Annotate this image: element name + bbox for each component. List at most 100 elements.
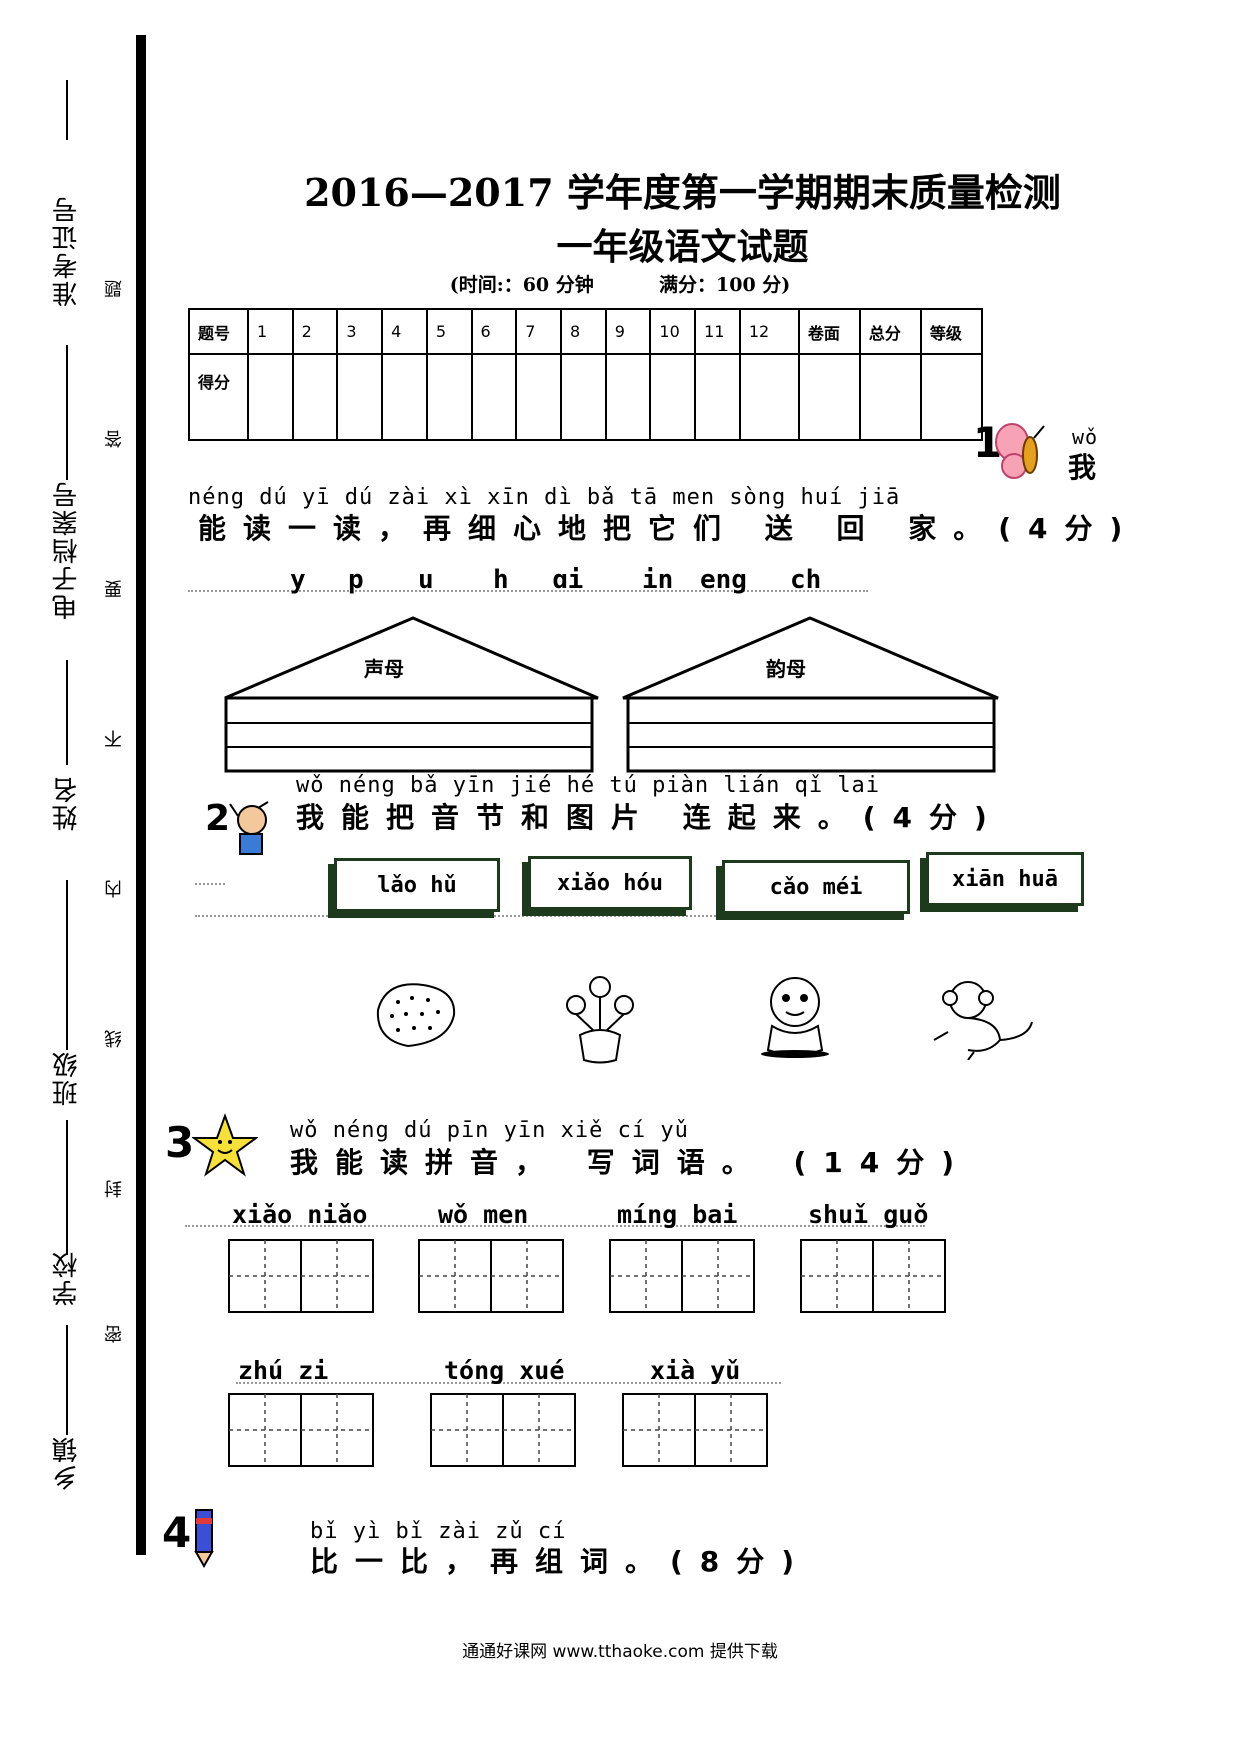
score-header-cell: 等级 (919, 308, 984, 355)
dotted-line (236, 1382, 781, 1384)
question-text: 我能把音节和图片 连起来。(4分) (296, 801, 1004, 834)
seal-char: 答 (104, 430, 125, 448)
pinyin-card[interactable]: xiǎo hóu (528, 856, 692, 910)
pinyin-prompt: xiǎo niǎo (232, 1200, 368, 1229)
score-table-header-row: 题号 1 2 3 4 5 6 7 8 9 10 11 12 卷面 总分 等级 (188, 308, 984, 355)
score-header-cell: 7 (515, 308, 562, 355)
score-header-cell: 5 (425, 308, 473, 355)
score-input-cell[interactable] (515, 353, 562, 441)
letter-option[interactable]: ɑi (552, 565, 584, 595)
score-input-cell[interactable] (604, 353, 652, 441)
field-township: 乡镇 (52, 1435, 82, 1491)
butterfly-icon (995, 423, 1045, 479)
exam-info: (时间:：60 分钟 满分：100 分) (0, 270, 1240, 297)
pinyin-card[interactable]: xiān huā (926, 852, 1084, 906)
question-pinyin: wǒ néng bǎ yīn jié hé tú piàn lián qǐ la… (296, 773, 881, 798)
score-input-cell[interactable] (470, 353, 518, 441)
field-underline (66, 1120, 68, 1255)
score-input-cell[interactable] (291, 353, 339, 441)
score-header-cell: 总分 (858, 308, 922, 355)
house-left (224, 616, 599, 773)
house-label-finals: 韵母 (766, 657, 806, 681)
pinyin-prompt: xià yǔ (650, 1356, 741, 1385)
monkey-icon (933, 981, 1033, 1060)
score-input-cell[interactable] (649, 353, 697, 441)
letter-option[interactable]: eng (700, 565, 747, 595)
score-input-cell[interactable] (858, 353, 922, 441)
score-input-cell[interactable] (694, 353, 741, 441)
pinyin-prompt: wǒ men (438, 1200, 529, 1229)
score-row-label: 得分 (188, 353, 249, 441)
score-input-cell[interactable] (425, 353, 473, 441)
seal-char: 密 (104, 1325, 125, 1343)
question-text: 比一比，再组词。(8分) (310, 1545, 812, 1578)
field-underline (66, 345, 68, 480)
dotted-line (185, 1225, 925, 1227)
letter-option[interactable]: h (493, 565, 509, 595)
question-number: 2 (205, 798, 231, 839)
score-input-cell[interactable] (919, 353, 984, 441)
binding-bar (136, 35, 146, 1555)
field-underline (66, 660, 68, 765)
seal-char: 要 (104, 580, 125, 598)
question-pinyin: bǐ yì bǐ zài zǔ cí (310, 1519, 567, 1544)
seal-char: 线 (104, 1030, 125, 1048)
score-table: 题号 1 2 3 4 5 6 7 8 9 10 11 12 卷面 总分 等级 得… (188, 308, 984, 441)
score-input-cell[interactable] (559, 353, 607, 441)
score-header-cell: 8 (559, 308, 607, 355)
letter-option[interactable]: y (290, 565, 306, 595)
exam-subtitle: 一年级语文试题 (556, 226, 809, 268)
letter-option[interactable]: p (348, 565, 364, 595)
pinyin-card[interactable]: lǎo hǔ (334, 858, 500, 912)
pinyin-prompt: zhú zi (238, 1356, 329, 1385)
score-header-cell: 6 (470, 308, 518, 355)
house-label-initials: 声母 (364, 657, 404, 681)
dotted-line (188, 590, 868, 592)
field-class: 班级 (52, 1050, 82, 1106)
pencil-icon (194, 1509, 214, 1568)
score-table-score-row: 得分 (188, 353, 984, 441)
letter-option[interactable]: u (418, 565, 434, 595)
writing-grid-row[interactable] (225, 1236, 955, 1316)
kid-mascot-icon (229, 801, 269, 855)
question-text: 能读一读，再细心地把它们 送 回 家。(4分) (198, 512, 1140, 545)
seal-char: 封 (104, 1180, 125, 1198)
score-header-cell: 4 (381, 308, 428, 355)
strawberry-icon (376, 983, 456, 1048)
score-header-cell: 11 (694, 308, 741, 355)
letter-option[interactable]: ch (790, 565, 822, 595)
houses-diagram (224, 616, 999, 773)
score-input-cell[interactable] (336, 353, 384, 441)
dotted-line (195, 915, 820, 917)
score-input-cell[interactable] (738, 353, 800, 441)
pinyin-card[interactable]: cǎo méi (722, 860, 910, 914)
badge-pinyin: wǒ (1072, 425, 1099, 449)
score-header-cell: 题号 (188, 308, 249, 355)
pinyin-prompt: shuǐ guǒ (808, 1200, 929, 1229)
score-header-cell: 12 (738, 308, 800, 355)
question-pinyin: néng dú yī dú zài xì xīn dì bǎ tā men sò… (188, 485, 901, 510)
score-header-cell: 9 (604, 308, 652, 355)
score-input-cell[interactable] (246, 353, 294, 441)
letter-option[interactable]: in (642, 565, 674, 595)
flower-pot-icon (566, 976, 634, 1064)
field-underline (66, 1325, 68, 1435)
question-number: 4 (162, 1508, 192, 1557)
score-header-cell: 3 (336, 308, 384, 355)
exam-full-score: 满分：100 分) (659, 274, 791, 296)
score-header-cell: 10 (649, 308, 697, 355)
tiger-icon (761, 977, 829, 1058)
exam-time: (时间:：60 分钟 (449, 274, 594, 296)
footer-credit: 通通好课网 www.tthaoke.com 提供下载 (462, 1642, 778, 1662)
star-mascot-icon (192, 1113, 258, 1177)
score-header-cell: 1 (246, 308, 294, 355)
pinyin-prompt: tóng xué (444, 1356, 565, 1385)
question-pinyin: wǒ néng dú pīn yīn xiě cí yǔ (290, 1118, 689, 1143)
field-underline (66, 80, 68, 140)
seal-char: 不 (104, 730, 125, 748)
question-number: 3 (165, 1118, 195, 1167)
score-input-cell[interactable] (797, 353, 861, 441)
writing-grid-row[interactable] (225, 1390, 785, 1470)
score-header-cell: 卷面 (797, 308, 861, 355)
score-input-cell[interactable] (381, 353, 428, 441)
